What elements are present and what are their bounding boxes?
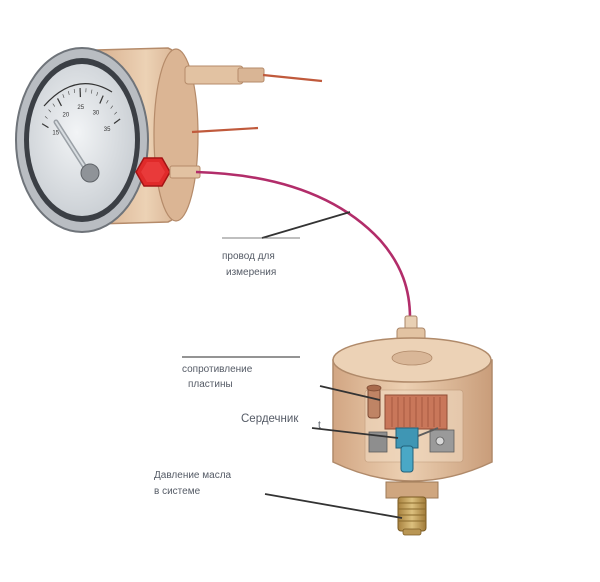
leader-wire <box>261 211 351 239</box>
gauge-minor-tick <box>62 94 65 98</box>
gauge-tick-label: 30 <box>93 110 100 116</box>
gauge-lower-wire <box>191 126 259 134</box>
gauge-face <box>29 64 135 216</box>
leader-core <box>311 427 399 439</box>
gauge-minor-tick <box>96 92 99 96</box>
measurement-wire <box>195 170 412 319</box>
gauge-minor-tick <box>48 109 52 113</box>
gauge-minor-tick <box>41 123 45 126</box>
label-oil-line1: Давление масла <box>154 470 232 481</box>
core-plunger <box>395 427 439 473</box>
gauge-scale-arc <box>43 83 113 107</box>
pressure-gauge: 15 20 25 30 35 <box>15 47 323 233</box>
leader-oil <box>264 493 403 519</box>
gauge-tick-label: 35 <box>104 127 111 133</box>
gauge-side-terminal <box>169 165 201 179</box>
gauge-minor-tick <box>106 100 109 104</box>
label-core: Сердечник <box>241 413 299 425</box>
callout-lines <box>182 211 403 519</box>
label-wire-line2: измерения <box>226 267 276 278</box>
label-oil-line2: в системе <box>154 486 201 497</box>
gauge-minor-tick <box>101 95 104 100</box>
gauge-minor-tick <box>68 91 70 95</box>
sensor-base-hex <box>385 481 439 499</box>
gauge-tick-label: 20 <box>63 112 70 118</box>
gauge-minor-tick <box>91 89 93 94</box>
label-plate-line1: сопротивление <box>182 364 253 375</box>
gauge-minor-tick <box>73 88 75 93</box>
label-plate-line2: пластины <box>188 379 233 390</box>
gauge-scale-ticks: 15 20 25 30 35 <box>41 88 121 136</box>
pressure-sensor <box>332 315 493 536</box>
gauge-top-terminal <box>184 65 323 85</box>
gauge-tick-label: 25 <box>77 105 84 111</box>
label-core-mark: t <box>318 420 321 431</box>
brass-fitting <box>397 496 427 536</box>
resistor-plate <box>384 394 448 430</box>
gauge-minor-tick <box>110 105 114 109</box>
label-wire-line1: провод для <box>222 251 275 262</box>
callout-labels: провод для измерения сопротивление пласт… <box>154 251 321 497</box>
gauge-tick-label: 15 <box>52 130 59 136</box>
leader-plate <box>319 385 381 401</box>
gauge-minor-tick <box>44 116 48 119</box>
gauge-minor-tick <box>52 103 56 107</box>
slider-coil <box>366 384 382 419</box>
gauge-needle-hub <box>80 163 100 183</box>
gauge-minor-tick <box>117 118 121 122</box>
gauge-minor-tick <box>57 98 60 102</box>
gauge-minor-tick <box>114 111 117 115</box>
